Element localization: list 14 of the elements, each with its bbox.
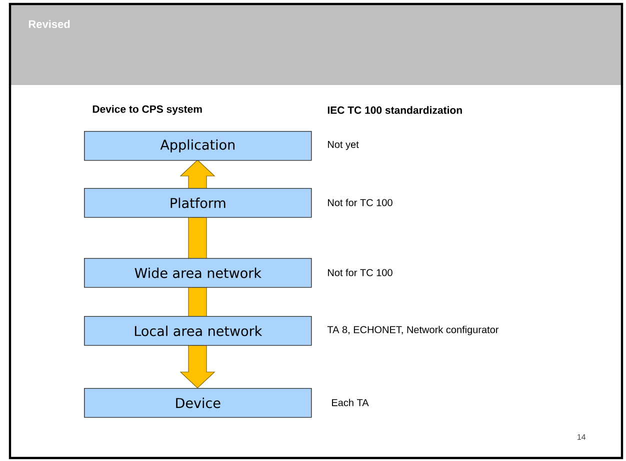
status-text: Not for TC 100 <box>328 268 392 276</box>
status-text: Each TA <box>332 398 369 406</box>
status-text: Not yet <box>328 141 359 150</box>
column-heading: Device to CPS system <box>92 105 202 115</box>
layer-box: Wide area network <box>84 258 312 288</box>
column-heading: IEC TC 100 standardization <box>328 106 462 114</box>
page-number: 14 <box>578 434 586 440</box>
layer-box: Platform <box>84 188 312 218</box>
layer-box: Device <box>84 388 312 418</box>
status-text: Not for TC 100 <box>328 198 392 206</box>
layer-box: Application <box>84 131 312 161</box>
layer-box: Local area network <box>84 316 312 346</box>
status-text: TA 8, ECHONET, Network configurator <box>327 326 499 336</box>
slide-title: Revised <box>28 20 70 28</box>
